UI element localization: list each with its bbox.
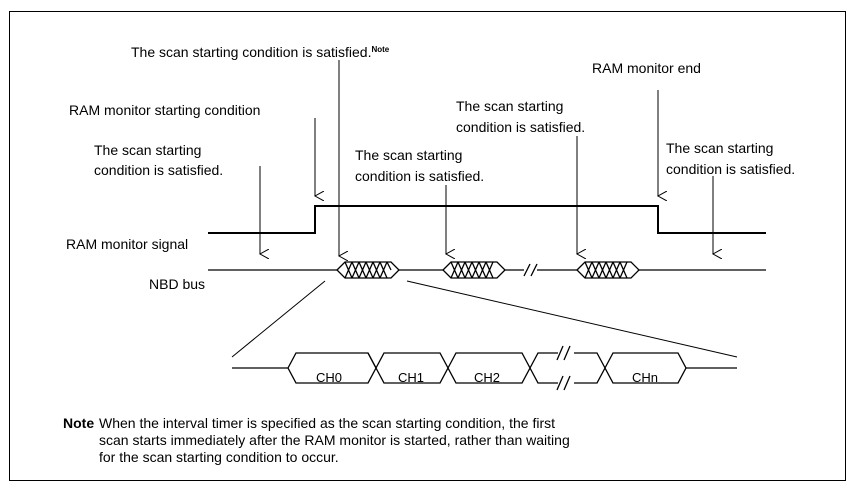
channel-label-ch1: CH1 bbox=[398, 370, 425, 385]
label-scan-left-line2: condition is satisfied. bbox=[94, 162, 224, 178]
channel-label-chn: CHn bbox=[632, 370, 659, 385]
zoom-line-left bbox=[231, 280, 326, 358]
label-ram-monitor-signal: RAM monitor signal bbox=[66, 236, 189, 252]
note-title: Note bbox=[63, 415, 95, 431]
channel-label-ch2: CH2 bbox=[474, 370, 501, 385]
note-line-1: When the interval timer is specified as … bbox=[99, 415, 555, 431]
label-ram-monitor-end: RAM monitor end bbox=[592, 60, 701, 76]
note-line-3: for the scan starting condition to occur… bbox=[99, 449, 339, 465]
channel-bus bbox=[232, 352, 737, 384]
note-body: When the interval timer is specified as … bbox=[99, 415, 749, 466]
channel-break-marks bbox=[556, 345, 571, 391]
note-superscript: Note bbox=[371, 45, 390, 54]
label-scan-mid-line1: The scan starting bbox=[355, 147, 463, 163]
channel-label-ch0: CH0 bbox=[316, 370, 343, 385]
note-line-2: scan starts immediately after the RAM mo… bbox=[99, 432, 570, 448]
figure-frame bbox=[9, 11, 846, 481]
label-scan-note: The scan starting condition is satisfied… bbox=[131, 44, 390, 60]
label-scan-upper-line1: The scan starting bbox=[456, 98, 564, 114]
nbd-bus bbox=[208, 261, 766, 279]
zoom-line-right bbox=[406, 280, 738, 358]
label-ram-monitor-starting-condition: RAM monitor starting condition bbox=[69, 102, 261, 118]
label-scan-mid-line2: condition is satisfied. bbox=[355, 168, 485, 184]
label-scan-right-line2: condition is satisfied. bbox=[666, 161, 796, 177]
ram-monitor-signal-line bbox=[208, 205, 766, 234]
label-scan-right-line1: The scan starting bbox=[666, 140, 774, 156]
label-nbd-bus: NBD bus bbox=[149, 276, 206, 292]
label-scan-upper-line2: condition is satisfied. bbox=[456, 119, 586, 135]
label-scan-left-line1: The scan starting bbox=[94, 142, 202, 158]
